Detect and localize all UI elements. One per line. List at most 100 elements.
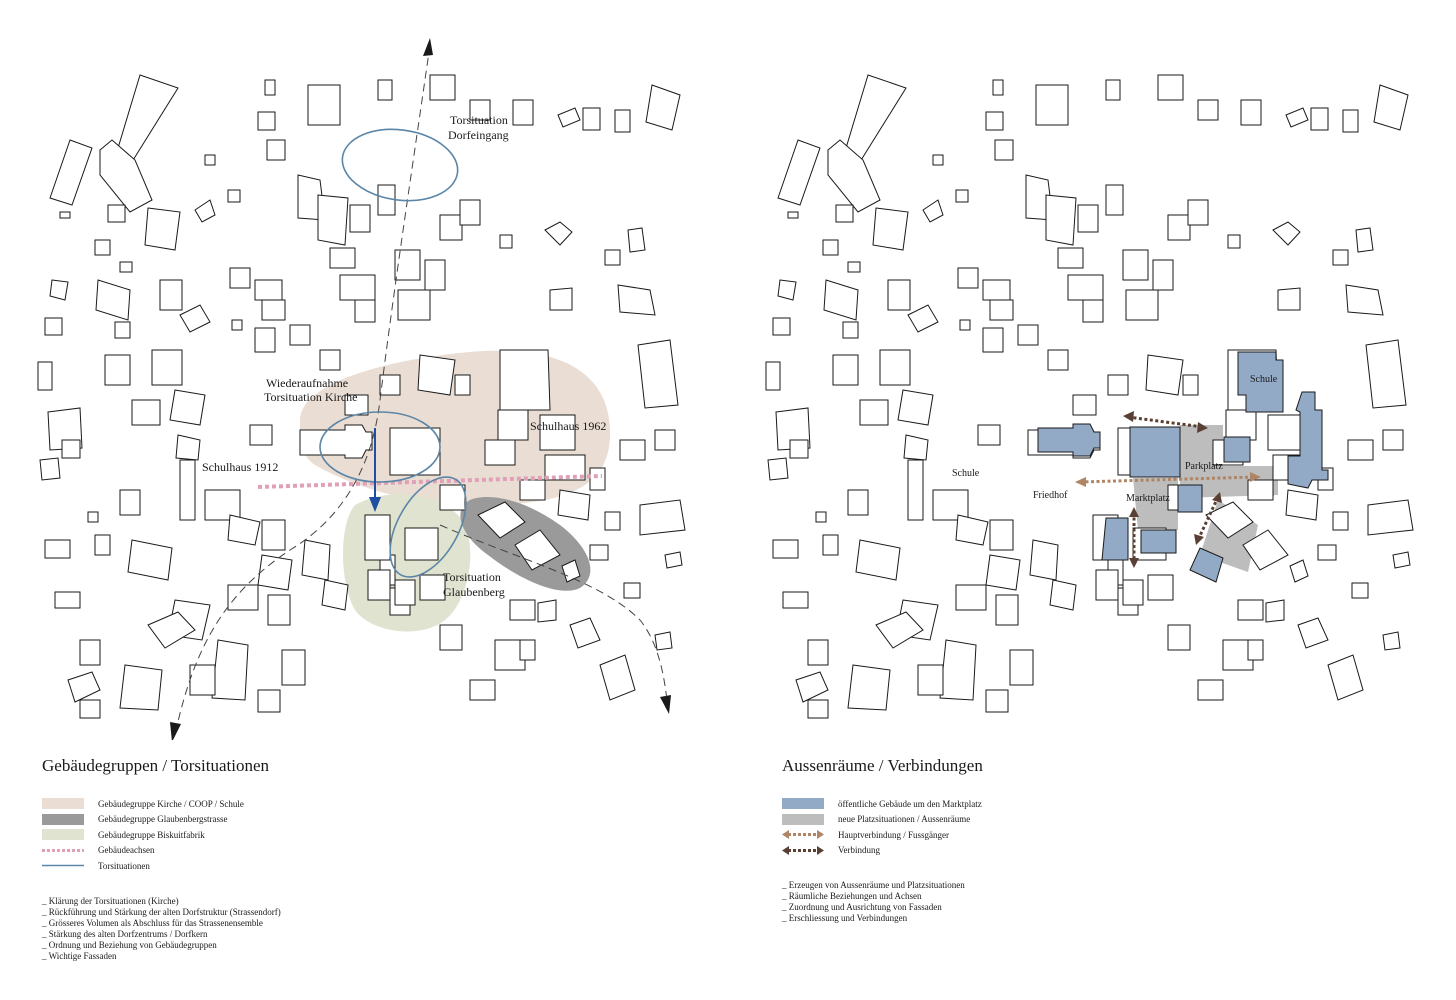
label-torsituation-glaubenberg-1: Torsituation xyxy=(443,570,501,584)
building-footprint xyxy=(1227,234,1241,249)
building-footprint xyxy=(932,154,944,166)
left-buildings xyxy=(37,74,686,719)
building-footprint xyxy=(94,534,111,556)
building-footprint xyxy=(847,489,869,516)
left-legend-row: Gebäudegruppe Glaubenbergstrasse xyxy=(42,812,682,828)
building-footprint xyxy=(144,207,181,251)
building-footprint xyxy=(1277,287,1301,311)
label-torsituation-dorfeingang-2: Dorfeingang xyxy=(448,128,509,142)
building-footprint xyxy=(777,139,821,206)
building-footprint xyxy=(832,354,859,386)
building-footprint xyxy=(1382,631,1401,651)
link-marktplatz-head-south xyxy=(1129,558,1139,568)
building-footprint xyxy=(1332,511,1349,531)
building-footprint xyxy=(787,211,799,219)
building-footprint xyxy=(1242,529,1289,571)
building-footprint xyxy=(397,289,431,321)
building-footprint xyxy=(512,99,534,126)
building-footprint xyxy=(289,324,311,346)
building-footprint xyxy=(87,511,99,523)
building-footprint xyxy=(175,434,201,461)
building-footprint xyxy=(903,434,929,461)
building-footprint xyxy=(835,204,854,223)
building-footprint xyxy=(1289,559,1309,583)
building-footprint xyxy=(1265,599,1285,623)
building-footprint xyxy=(119,261,133,273)
building-footprint xyxy=(44,317,63,336)
building-footprint xyxy=(389,427,441,476)
building-footprint xyxy=(989,299,1014,321)
building-axis-line xyxy=(257,474,603,489)
building-footprint xyxy=(992,79,1004,96)
building-footprint xyxy=(1205,501,1254,539)
building-footprint xyxy=(119,664,163,711)
label-schulhaus-1962: Schulhaus 1962 xyxy=(530,419,606,433)
building-footprint xyxy=(1240,99,1262,126)
building-footprint xyxy=(859,399,889,426)
building-footprint xyxy=(169,389,206,426)
link-top-head-east xyxy=(1197,422,1208,433)
building-footprint xyxy=(469,679,496,701)
building-footprint xyxy=(254,279,283,301)
building-footprint xyxy=(561,559,581,583)
legend-swatch-arrow xyxy=(782,845,824,856)
building-footprint xyxy=(261,299,286,321)
legend-swatch-fill xyxy=(42,813,84,825)
building-footprint xyxy=(1327,654,1364,701)
building-footprint xyxy=(299,424,373,459)
building-footprint xyxy=(95,279,131,321)
building-footprint xyxy=(119,489,141,516)
building-footprint xyxy=(459,199,481,226)
building-footprint xyxy=(514,529,561,571)
building-footprint xyxy=(939,639,977,701)
building-footprint xyxy=(227,584,259,611)
left-panel: Torsituation Dorfeingang Wiederaufnahme … xyxy=(37,38,686,961)
right-legend-row: öffentliche Gebäude um den Marktplatz xyxy=(782,796,1422,812)
building-footprint xyxy=(1017,324,1039,346)
building-footprint xyxy=(1197,99,1219,121)
building-footprint xyxy=(257,554,293,591)
note-line: _ Stärkung des alten Dorfzentrums / Dorf… xyxy=(42,928,208,939)
building-footprint xyxy=(1105,79,1121,101)
building-footprint xyxy=(329,247,356,269)
public-building-kirche xyxy=(1037,423,1101,457)
building-footprint xyxy=(364,514,391,561)
building-footprint xyxy=(59,211,71,219)
building-footprint xyxy=(589,467,606,491)
building-footprint xyxy=(985,554,1021,591)
right-panel-title: Aussenräume / Verbindungen xyxy=(782,756,983,775)
building-footprint xyxy=(789,439,809,459)
building-footprint xyxy=(404,527,439,561)
building-footprint xyxy=(654,429,676,451)
torsituation-glaubenberg-ellipse xyxy=(389,476,467,578)
building-footprint xyxy=(1310,107,1329,131)
building-footprint xyxy=(477,501,526,539)
building-footprint xyxy=(582,107,601,131)
building-footprint xyxy=(654,631,673,651)
legend-swatch-fill xyxy=(782,813,824,825)
building-footprint xyxy=(1367,499,1414,536)
building-footprint xyxy=(254,327,276,353)
building-footprint xyxy=(922,199,944,223)
legend-label: Gebäudegruppe Glaubenbergstrasse xyxy=(98,814,228,825)
building-footprint xyxy=(249,424,273,446)
building-footprint xyxy=(264,79,276,96)
main-link-head-east xyxy=(1250,472,1261,482)
label-schule-top: Schule xyxy=(1250,374,1278,385)
link-top-head-west xyxy=(1123,411,1134,422)
building-footprint xyxy=(454,374,471,396)
building-footprint xyxy=(989,519,1014,551)
building-footprint xyxy=(1355,227,1374,253)
building-footprint xyxy=(985,111,1004,131)
building-footprint xyxy=(1147,574,1174,601)
building-footprint xyxy=(544,221,573,246)
building-footprint xyxy=(539,414,576,451)
legend-arrowhead-right xyxy=(817,830,824,840)
public-building-markt-south xyxy=(1140,529,1177,554)
legend-swatch-line xyxy=(42,860,84,871)
building-footprint xyxy=(257,111,276,131)
building-footprint xyxy=(1351,582,1369,599)
label-schulhaus-1912: Schulhaus 1912 xyxy=(202,460,278,474)
building-footprint xyxy=(1105,184,1124,216)
building-footprint xyxy=(887,279,911,311)
